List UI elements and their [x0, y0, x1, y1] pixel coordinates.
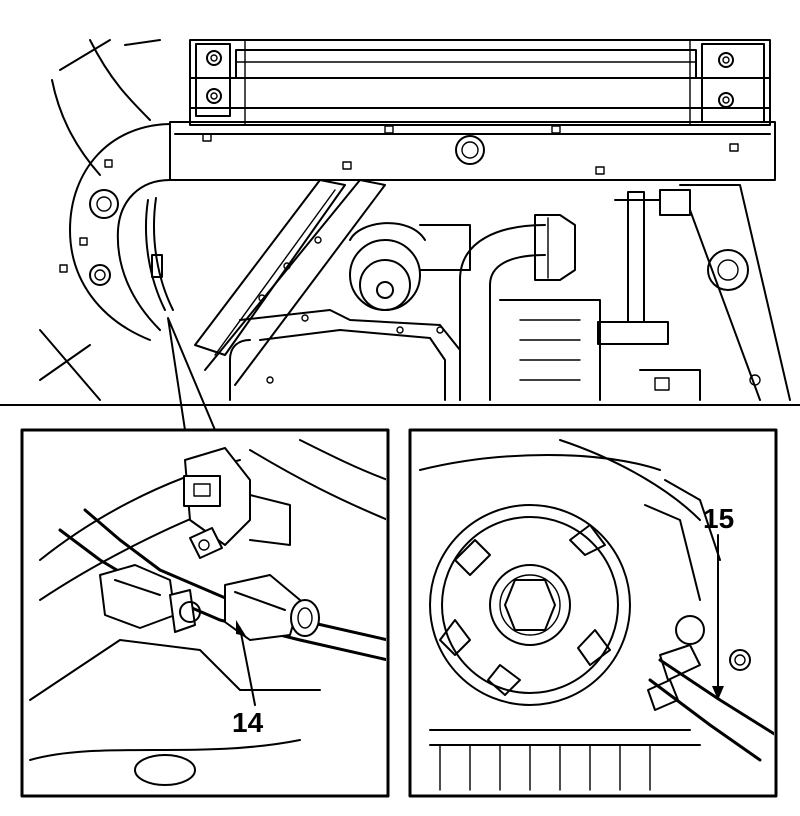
inset-leader — [167, 317, 216, 431]
water-pump — [349, 222, 471, 311]
callout-15: 15 — [703, 503, 734, 534]
inset-left: 14 — [20, 428, 390, 798]
cross-member — [169, 121, 776, 181]
right-bracket — [597, 184, 791, 401]
callout-14: 14 — [232, 707, 264, 738]
timing-cover — [39, 39, 171, 401]
oil-pan — [229, 299, 601, 401]
cable-harness — [145, 197, 174, 311]
diagonal-strut — [194, 179, 386, 386]
crank-pulley — [429, 504, 631, 706]
inset-right: 15 — [408, 428, 778, 798]
engine-overview — [0, 39, 800, 431]
radiator-frame — [189, 39, 771, 126]
coolant-hose — [459, 214, 576, 401]
